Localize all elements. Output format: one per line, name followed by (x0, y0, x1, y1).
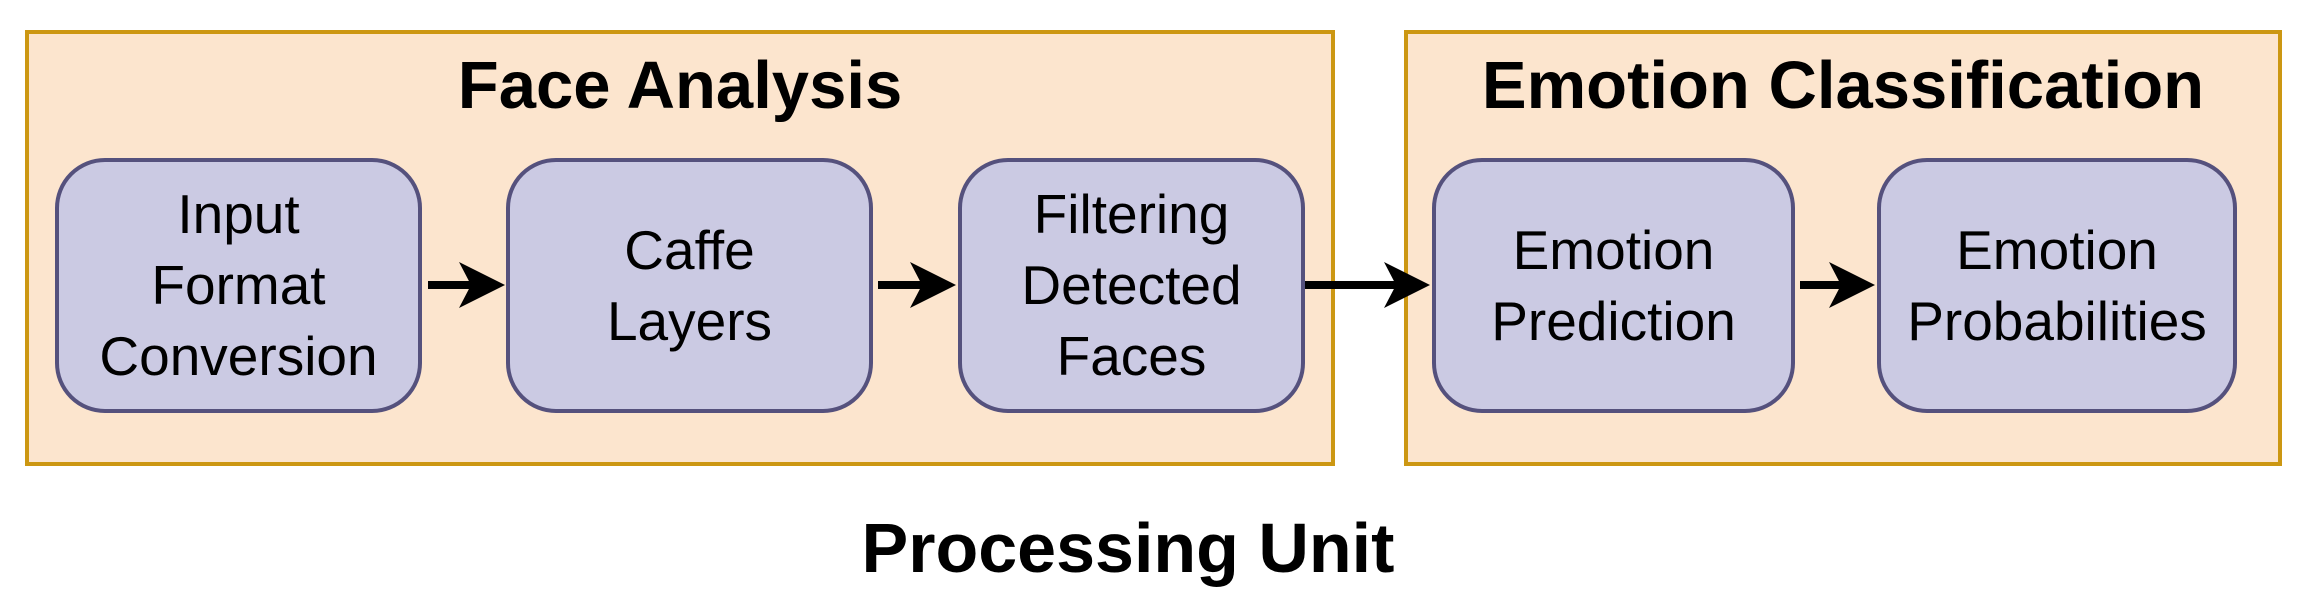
group-emotion-classification-title: Emotion Classification (1481, 48, 2205, 123)
node-filtering-detected-faces: Filtering Detected Faces (958, 158, 1305, 413)
node-caffe-layers: Caffe Layers (506, 158, 873, 413)
node-emotion-probabilities: Emotion Probabilities (1877, 158, 2237, 413)
node-label: Caffe Layers (606, 218, 773, 352)
node-label: Emotion Probabilities (1907, 218, 2207, 352)
group-face-analysis-title: Face Analysis (457, 48, 903, 123)
group-face-analysis: Face Analysis Input Format Conversion Ca… (25, 30, 1335, 466)
node-label: Filtering Detected Faces (1021, 183, 1242, 387)
node-label: Input Format Conversion (99, 183, 378, 387)
node-input-format-conversion: Input Format Conversion (55, 158, 422, 413)
node-label: Emotion Prediction (1491, 218, 1736, 352)
processing-unit-caption: Processing Unit (861, 509, 1395, 587)
node-emotion-prediction: Emotion Prediction (1432, 158, 1795, 413)
group-emotion-classification: Emotion Classification Emotion Predictio… (1404, 30, 2282, 466)
